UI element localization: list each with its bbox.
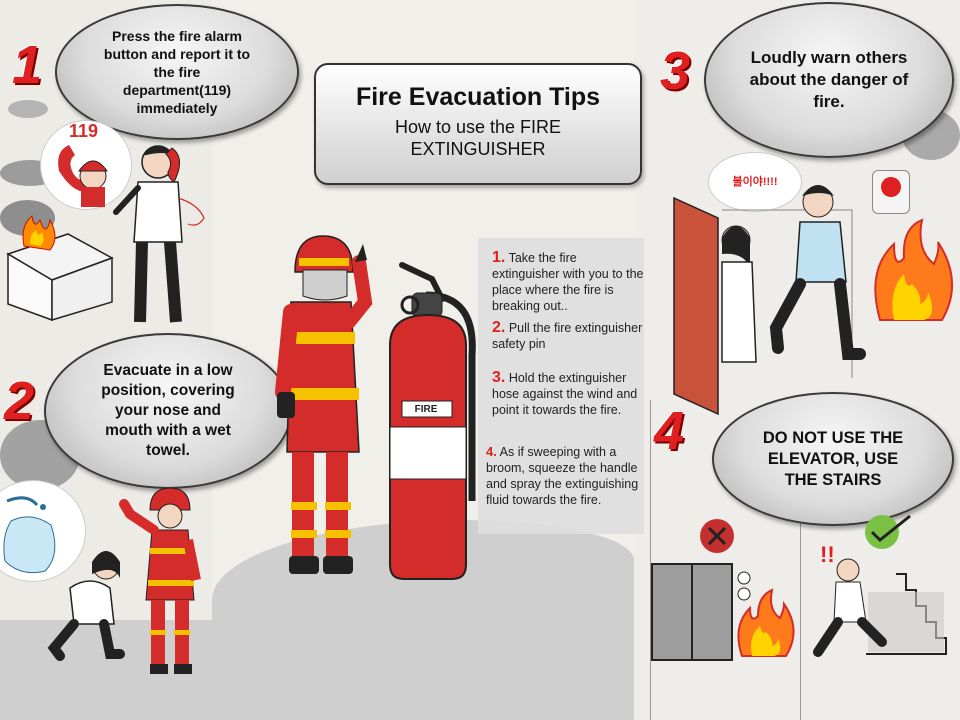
extinguisher-label: FIRE (414, 404, 438, 415)
stairs-illustration: !! (813, 542, 947, 657)
instruction-number: 1. (492, 249, 506, 266)
step3-text: Loudly warn others about the danger of f… (749, 48, 909, 111)
step2-text: Evacuate in a low position, covering you… (101, 362, 235, 459)
step2-bubble: Evacuate in a low position, covering you… (44, 333, 292, 489)
elevator-illustration (651, 563, 751, 661)
woman-peeking-illustration (721, 225, 757, 363)
instruction-text: Take the fire extinguisher with you to t… (492, 251, 644, 313)
divider (650, 400, 651, 720)
phone-operator-illustration (58, 145, 108, 207)
fire-icon (874, 218, 953, 321)
man-running-illustration (769, 185, 866, 360)
extinguisher-instructions: 1. Take the fire extinguisher with you t… (478, 238, 644, 534)
instruction-text: Pull the fire extinguisher safety pin (492, 321, 643, 351)
door-illustration (673, 196, 719, 416)
step4-bubble: DO NOT USE THE ELEVATOR, USE THE STAIRS (712, 392, 954, 526)
step1-bubble: Press the fire alarm button and report i… (55, 4, 299, 140)
fire-alarm (872, 170, 910, 214)
page-subtitle: How to use the FIRE EXTINGUISHER (394, 117, 562, 159)
elevator-down-icon (737, 587, 751, 601)
instruction-step-1: 1. Take the fire extinguisher with you t… (492, 250, 644, 314)
divider (800, 500, 801, 720)
wet-towel-illustration (3, 496, 56, 574)
extinguisher-handle (399, 262, 445, 302)
safety-pin (400, 295, 420, 315)
step3-bubble: Loudly warn others about the danger of f… (704, 2, 954, 158)
step-number-2: 2 (4, 371, 35, 431)
emergency-number: 119 (69, 121, 99, 141)
shout-bubble: 불이야!!!! (708, 152, 802, 212)
fire-extinguisher-illustration (389, 262, 476, 580)
step4-text: DO NOT USE THE ELEVATOR, USE THE STAIRS (762, 428, 904, 489)
fire-icon (737, 588, 795, 657)
alarm-button-icon (881, 177, 901, 197)
instruction-step-3: 3. Hold the extinguisher hose against th… (492, 370, 644, 418)
crouching-woman-illustration (47, 551, 125, 661)
title-box: Fire Evacuation Tips How to use the FIRE… (314, 63, 642, 185)
towel-bubble (0, 480, 86, 582)
smoke-cloud (8, 100, 48, 118)
instruction-number: 2. (492, 319, 506, 336)
instruction-text: Hold the extinguisher hose against the w… (492, 371, 638, 417)
operator-bubble: 119 (40, 120, 132, 210)
svg-text:!!: !! (820, 542, 835, 567)
step-number-4: 4 (654, 401, 685, 461)
shout-text: 불이야!!!! (732, 176, 778, 188)
check-mark-icon (865, 514, 911, 549)
elevator-up-icon (737, 571, 751, 585)
instruction-step-2: 2. Pull the fire extinguisher safety pin (492, 320, 644, 352)
instruction-text: As if sweeping with a broom, squeeze the… (486, 445, 639, 507)
step-number-1: 1 (12, 35, 43, 95)
step1-text: Press the fire alarm button and report i… (103, 28, 251, 116)
instruction-number: 3. (492, 369, 506, 386)
burning-counter-illustration (6, 215, 114, 322)
firefighter-illustration (275, 235, 373, 574)
man-calling-illustration (113, 145, 205, 323)
step-number-3: 3 (660, 41, 691, 101)
instruction-number: 4. (486, 444, 497, 459)
instruction-step-4: 4. As if sweeping with a broom, squeeze … (486, 444, 642, 508)
firefighter-guiding-illustration (119, 487, 201, 674)
page-title: Fire Evacuation Tips (355, 83, 601, 111)
room-wall (722, 209, 853, 378)
x-mark-icon (700, 519, 734, 553)
